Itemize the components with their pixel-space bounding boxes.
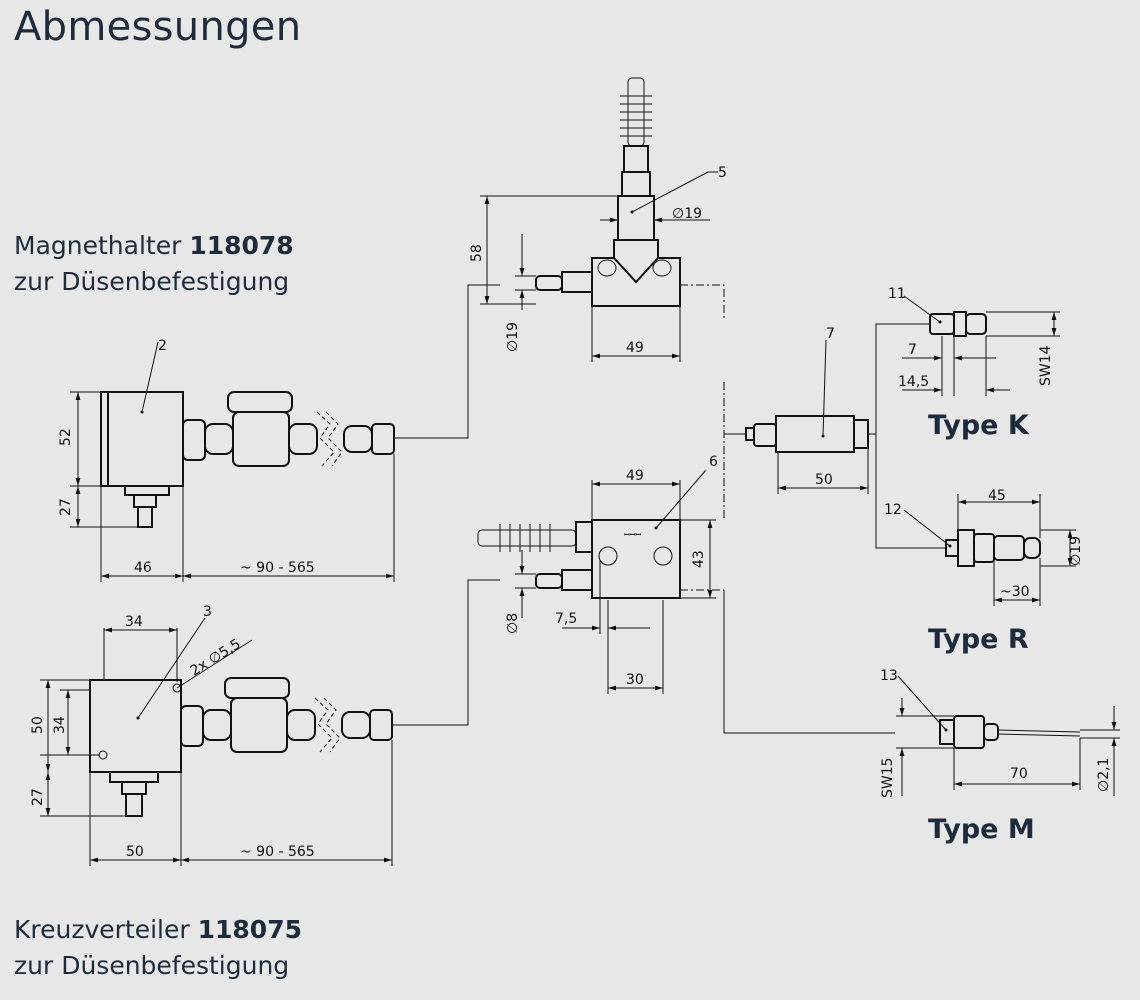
dim-sw14: SW14 — [1038, 345, 1054, 386]
caption-magnethalter: Magnethalter 118078 zur Düsenbefestigung — [14, 228, 294, 300]
dim-49: 49 — [626, 468, 644, 484]
dim-58: 58 — [469, 244, 485, 262]
dim-30: 30 — [626, 672, 644, 688]
product-name: Kreuzverteiler — [14, 915, 190, 944]
part-7-label: 7 — [826, 326, 835, 342]
dim-50-width: 50 — [126, 844, 144, 860]
product-name: Magnethalter — [14, 231, 182, 260]
dim-dia-8: ∅8 — [505, 613, 521, 634]
svg-text:ꟷꟷꟷ: ꟷꟷꟷ — [624, 531, 641, 539]
dim-49: 49 — [626, 340, 644, 356]
dim-7-5: 7,5 — [555, 611, 577, 627]
product-subtitle: zur Düsenbefestigung — [14, 951, 290, 980]
type-m-drawing: 13 SW15 70 ∅2,1 — [880, 668, 1120, 798]
dim-70: 70 — [1010, 766, 1028, 782]
dim-34-height: 34 — [52, 716, 68, 734]
type-r-drawing: 12 45 ∅19 ~30 — [884, 488, 1084, 606]
dim-43: 43 — [691, 550, 707, 568]
part-5-label: 5 — [718, 165, 727, 181]
magnethalter-drawing: 52 27 46 ~ 90 - 565 2 — [58, 284, 500, 582]
product-code: 118075 — [197, 915, 302, 944]
dim-length: ~ 90 - 565 — [240, 844, 315, 860]
dim-7: 7 — [908, 342, 917, 358]
kreuzverteiler-drawing: 34 2x ∅5,5 50 34 27 50 ~ 90 - 565 3 — [30, 579, 500, 866]
type-m-label: Type M — [928, 814, 1035, 845]
dim-50-height: 50 — [30, 716, 46, 734]
part-3-label: 3 — [203, 604, 212, 620]
part-12-label: 12 — [884, 502, 902, 518]
part-2-label: 2 — [158, 338, 167, 354]
dim-dia-19-inlet: ∅19 — [505, 322, 521, 352]
dim-dia-19: ∅19 — [1068, 536, 1084, 566]
part-13-label: 13 — [880, 668, 898, 684]
dim-30: ~30 — [1000, 584, 1030, 600]
dim-45: 45 — [988, 488, 1006, 504]
part-6-label: 6 — [709, 454, 718, 470]
type-k-drawing: 11 7 14,5 SW14 — [888, 286, 1060, 396]
dim-14-5: 14,5 — [898, 374, 929, 390]
dim-length: ~ 90 - 565 — [240, 560, 315, 576]
dim-52: 52 — [58, 428, 74, 446]
product-code: 118078 — [189, 231, 294, 260]
top-manifold-drawing: 58 ∅19 ∅19 49 5 — [469, 77, 727, 362]
middle-manifold-drawing: ꟷꟷꟷ 49 43 ∅8 — [477, 382, 895, 734]
dim-46: 46 — [134, 560, 152, 576]
type-r-label: Type R — [928, 624, 1029, 655]
dim-dia-2-1: ∅2,1 — [1096, 758, 1112, 792]
dim-27: 27 — [30, 788, 46, 806]
type-k-label: Type K — [928, 410, 1029, 441]
page-title: Abmessungen — [14, 4, 302, 50]
dim-34-width: 34 — [125, 614, 143, 630]
dim-27: 27 — [58, 498, 74, 516]
dim-sw15: SW15 — [880, 757, 896, 798]
dim-50: 50 — [815, 472, 833, 488]
dim-holes: 2x ∅5,5 — [188, 636, 244, 679]
caption-kreuzverteiler: Kreuzverteiler 118075 zur Düsenbefestigu… — [14, 912, 302, 984]
part-11-label: 11 — [888, 286, 906, 302]
product-subtitle: zur Düsenbefestigung — [14, 267, 290, 296]
nozzle-7-drawing: 7 50 — [724, 323, 940, 549]
dim-dia-19-outlet: ∅19 — [672, 206, 702, 222]
